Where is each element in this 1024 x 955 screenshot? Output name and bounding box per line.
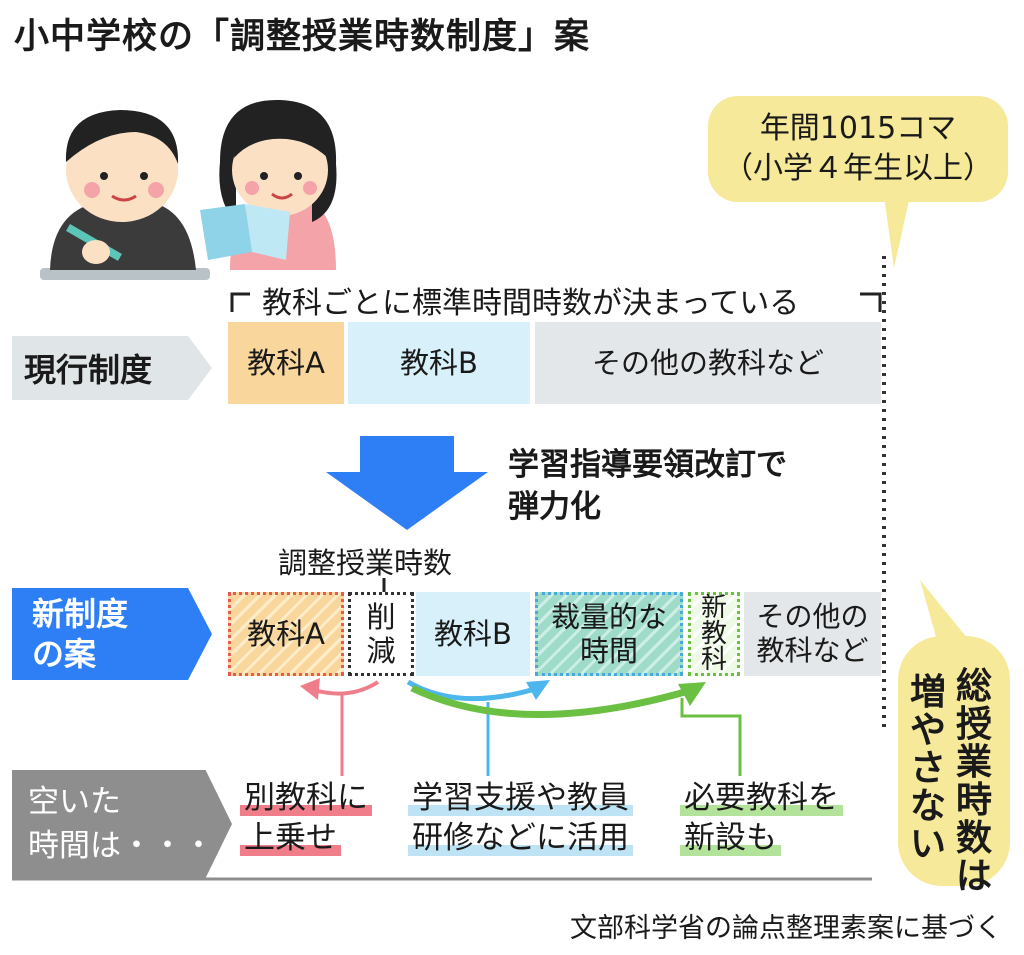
use3-line2: 新設も xyxy=(680,820,781,856)
use2-line1: 学習支援や教員 xyxy=(408,780,633,816)
freed-line2: 時間は・・・ xyxy=(28,828,214,864)
down-arrow-icon xyxy=(326,436,488,530)
use2-line2: 研修などに活用 xyxy=(408,820,633,856)
annual-hours-bubble: 年間1015コマ （小学４年生以上） xyxy=(708,96,1008,202)
discretionary-time-box: 裁量的な 時間 xyxy=(535,592,683,676)
current-subject-a: 教科A xyxy=(228,322,344,404)
use-learning-support: 学習支援や教員 研修などに活用 xyxy=(408,778,633,858)
transition-note: 学習指導要領改訂で 弾力化 xyxy=(508,444,787,528)
discretionary-line1: 裁量的な xyxy=(550,600,667,634)
desk xyxy=(40,268,210,280)
use1-line2: 上乗せ xyxy=(240,820,341,856)
vertical-text-right: 総 授 業 時 数 は xyxy=(950,668,998,896)
new-system-label: 新制度 の案 xyxy=(12,588,212,680)
arrow-to-other-subject xyxy=(300,678,380,700)
new-other-line2: 教科など xyxy=(756,634,869,667)
vchar: な xyxy=(909,786,946,827)
transition-line2: 弾力化 xyxy=(508,489,601,525)
bubble-tail-side xyxy=(920,580,972,644)
vchar: や xyxy=(909,710,946,751)
current-system-label: 現行制度 xyxy=(12,336,212,400)
new-other-line1: その他の xyxy=(756,600,869,633)
vertical-text-left: 増 や さ な い xyxy=(904,674,952,864)
arrow-to-new-subject xyxy=(410,682,706,718)
new-subject-char: 教 xyxy=(700,619,727,649)
adjusted-hours-label: 調整授業時数 xyxy=(278,546,453,580)
transition-line1: 学習指導要領改訂で xyxy=(508,447,787,483)
baseline-rule xyxy=(12,877,872,881)
use1-line1: 別教科に xyxy=(240,780,372,816)
reduced-char: 削 xyxy=(366,600,396,634)
current-other-subjects: その他の教科など xyxy=(535,322,881,404)
vchar: 数 xyxy=(955,818,992,859)
boy-figure xyxy=(50,110,196,270)
new-system-label-line2: の案 xyxy=(32,635,97,673)
vchar: 時 xyxy=(955,780,992,821)
vchar: い xyxy=(909,824,946,865)
flow-arrows xyxy=(300,678,742,776)
freed-line1: 空いた xyxy=(28,784,121,820)
annual-hours-text: 年間1015コマ xyxy=(759,111,957,146)
discretionary-line2: 時間 xyxy=(579,634,638,668)
bracket-label: 教科ごとに標準時間時数が決まっている xyxy=(262,286,800,321)
new-system-label-line1: 新制度 xyxy=(32,595,129,633)
new-other-subjects: その他の 教科など xyxy=(744,592,881,676)
new-subject-box: 新 教 科 xyxy=(688,592,740,676)
current-subject-b: 教科B xyxy=(348,322,530,404)
page-title: 小中学校の「調整授業時数制度」案 xyxy=(14,17,591,57)
bracket-lines xyxy=(230,292,882,312)
students-illustration xyxy=(40,99,337,280)
bubble-tail-top xyxy=(884,196,910,268)
reduced-char: 減 xyxy=(366,634,396,668)
vchar: 授 xyxy=(955,704,992,745)
new-subject-char: 新 xyxy=(700,593,727,623)
source-note: 文部科学省の論点整理素案に基づく xyxy=(570,913,1002,944)
use-add-other-subject: 別教科に 上乗せ xyxy=(240,778,372,858)
vchar: 総 xyxy=(955,666,992,707)
green-connector xyxy=(680,698,742,776)
use-new-subject: 必要教科を 新設も xyxy=(680,778,843,858)
use3-line1: 必要教科を xyxy=(680,780,843,816)
vchar: 増 xyxy=(909,672,946,713)
new-subject-b: 教科B xyxy=(416,592,530,676)
girl-figure xyxy=(200,99,337,270)
new-subject-char: 科 xyxy=(700,645,727,675)
reduced-hours-box: 削 減 xyxy=(348,592,414,676)
new-subject-a: 教科A xyxy=(228,592,344,676)
vchar: は xyxy=(955,856,992,897)
vchar: さ xyxy=(909,748,946,789)
vchar: 業 xyxy=(955,742,992,783)
total-not-increased-bubble: 総 授 業 時 数 は 増 や さ な い xyxy=(898,636,1010,896)
grade-scope-text: （小学４年生以上） xyxy=(723,151,993,186)
freed-time-label: 空いた 時間は・・・ xyxy=(12,770,232,878)
